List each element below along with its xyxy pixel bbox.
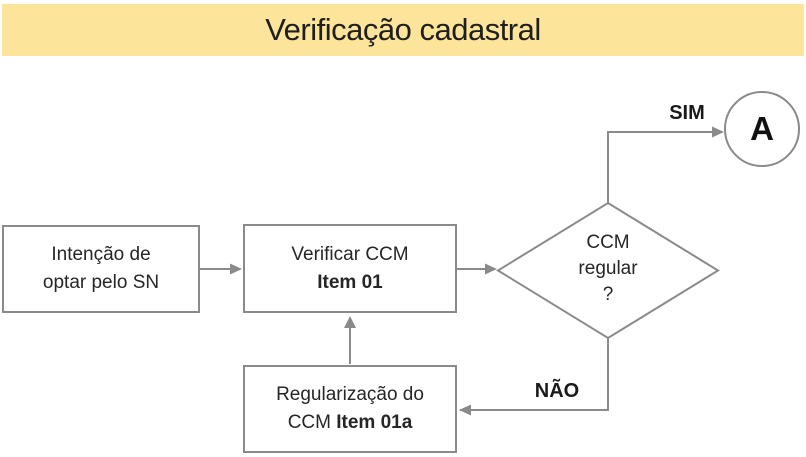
node-text-line: CCM Item 01a — [288, 409, 413, 437]
node-text-line: Item 01 — [317, 271, 383, 293]
arrowhead-right-icon — [712, 126, 724, 138]
node-text-line: regular — [578, 258, 638, 279]
decision-diamond-shape — [496, 201, 720, 340]
node-text-segment: CCM — [287, 412, 337, 433]
arrowhead-up-icon — [344, 316, 356, 328]
arrow-decisao-to-regularizacao — [460, 338, 609, 411]
edge-label-sim: SIM — [669, 102, 705, 124]
node-regularizacao: Regularização do CCM Item 01a — [243, 365, 457, 453]
arrowhead-right-icon — [485, 263, 497, 275]
node-text-line: Intenção de — [51, 244, 151, 265]
node-text-segment-bold: Item 01a — [336, 412, 413, 433]
connector-a-label: A — [750, 110, 774, 147]
node-text-line: Verificar CCM — [291, 243, 409, 265]
node-intencao: Intenção de optar pelo SN — [2, 225, 200, 313]
node-text-line: Regularização do — [276, 384, 424, 405]
node-text-line: optar pelo SN — [42, 272, 160, 293]
node-text-line: CCM — [586, 232, 630, 253]
arrowhead-right-icon — [230, 263, 242, 275]
node-verificar: Verificar CCM Item 01 — [243, 224, 457, 313]
header-bar: Verificação cadastral — [2, 4, 804, 56]
edge-label-nao: NÃO — [534, 380, 580, 402]
node-text-line: ? — [602, 284, 614, 305]
node-decisao-label: CCM regular ? — [548, 230, 668, 308]
page-title: Verificação cadastral — [265, 12, 541, 47]
arrowhead-left-icon — [459, 404, 471, 416]
arrow-decisao-to-connector-a — [607, 131, 713, 203]
connector-a-circle-shape — [724, 91, 800, 167]
